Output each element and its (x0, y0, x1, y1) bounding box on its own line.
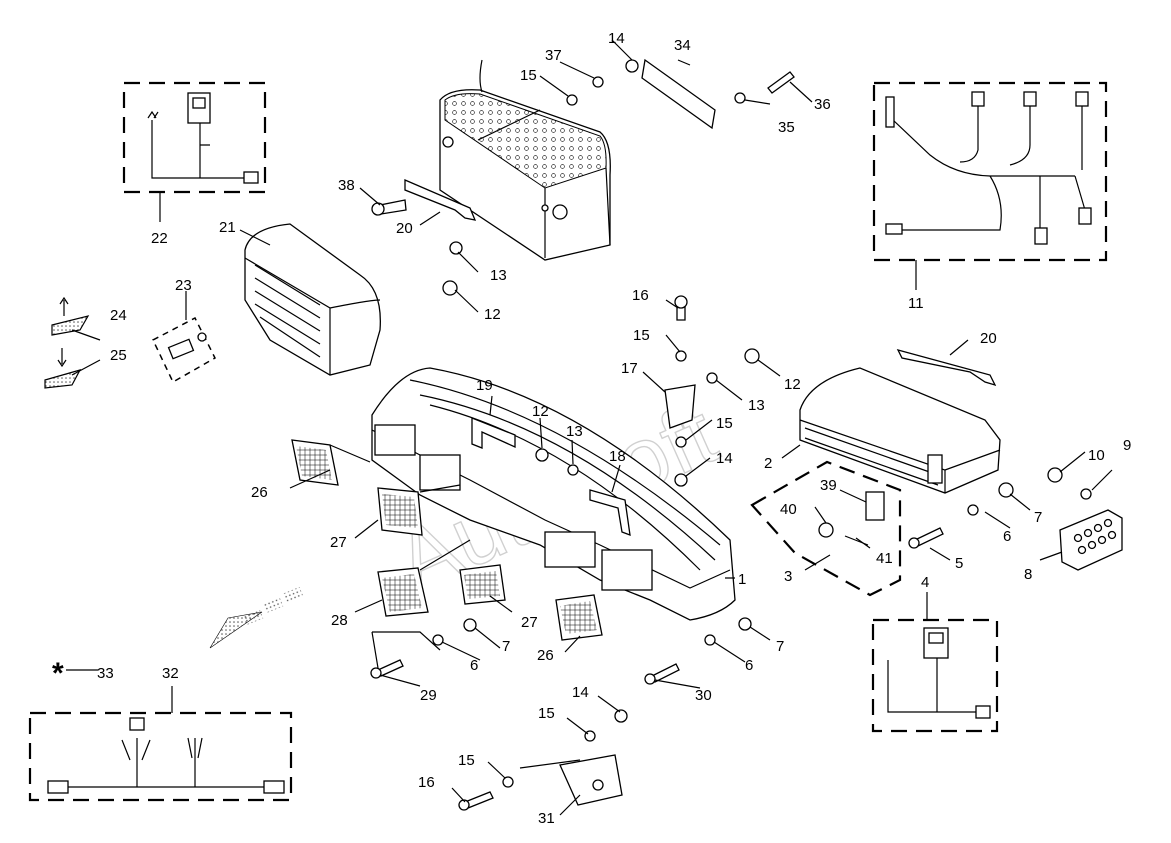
callout-1: 1 (738, 571, 746, 588)
callout-32: 32 (162, 665, 179, 682)
work-lamp-26-right (555, 594, 603, 641)
callout-13: 13 (748, 397, 765, 414)
callout-29: 29 (420, 687, 437, 704)
callout-22: 22 (151, 230, 168, 247)
callout-11: 11 (908, 295, 924, 312)
callout-27: 27 (330, 534, 347, 551)
callout-20: 20 (396, 220, 413, 237)
callout-17: 17 (621, 360, 638, 377)
fasteners (370, 59, 1092, 811)
callout-14: 14 (608, 30, 625, 47)
callout-9: 9 (1123, 437, 1131, 454)
callout-20: 20 (980, 330, 997, 347)
bracket-17 (664, 384, 696, 429)
harness-box-32 (28, 686, 293, 802)
callout-6: 6 (745, 657, 753, 674)
bracket-20-right (896, 348, 997, 387)
bulb-40 (818, 522, 834, 538)
callout-15: 15 (458, 752, 475, 769)
callout-14: 14 (572, 684, 589, 701)
callout-27: 27 (521, 614, 538, 631)
callout-3: 3 (784, 568, 792, 585)
bracket-34 (641, 58, 716, 130)
callout-8: 8 (1024, 566, 1032, 583)
callout-26: 26 (251, 484, 268, 501)
main-bumper-1 (371, 367, 736, 621)
callout-7: 7 (1034, 509, 1042, 526)
callout-12: 12 (784, 376, 801, 393)
work-lamp-27-left (377, 487, 423, 536)
callout-26: 26 (537, 647, 554, 664)
callout-7: 7 (502, 638, 510, 655)
work-lamp-28 (377, 567, 429, 617)
callout-31: 31 (538, 810, 555, 827)
callout-24: 24 (110, 307, 127, 324)
harness-box-11 (872, 81, 1108, 290)
callout-7: 7 (776, 638, 784, 655)
callout-15: 15 (633, 327, 650, 344)
callout-15: 15 (716, 415, 733, 432)
callout-12: 12 (532, 403, 549, 420)
callout-37: 37 (545, 47, 562, 64)
callout-30: 30 (695, 687, 712, 704)
bracket-31 (519, 754, 623, 806)
callout-6: 6 (470, 657, 478, 674)
callout-6: 6 (1003, 528, 1011, 545)
callout-19: 19 (476, 377, 493, 394)
perforated-cover (439, 59, 611, 261)
callout-15: 15 (538, 705, 555, 722)
detail-box-3 (750, 460, 902, 597)
callout-35: 35 (778, 119, 795, 136)
arrow-down-icon (44, 348, 82, 389)
bracket-18 (589, 489, 631, 536)
callout-34: 34 (674, 37, 691, 54)
callout-23: 23 (175, 277, 192, 294)
callout-21: 21 (219, 219, 236, 236)
callout-10: 10 (1088, 447, 1105, 464)
arrow-up-icon (51, 296, 90, 336)
harness-box-22 (122, 81, 267, 222)
callout-33: 33 (97, 665, 114, 682)
callout-28: 28 (331, 612, 348, 629)
lamp-housing-21 (244, 223, 381, 376)
callout-5: 5 (955, 555, 963, 572)
callout-16: 16 (632, 287, 649, 304)
callout-15: 15 (520, 67, 537, 84)
leader-lines (66, 39, 1113, 816)
callout-25: 25 (110, 347, 127, 364)
callout-13: 13 (566, 423, 583, 440)
callout-13: 13 (490, 267, 507, 284)
callout-18: 18 (609, 448, 626, 465)
socket-39 (865, 491, 885, 521)
callout-16: 16 (418, 774, 435, 791)
bracket-20-top (404, 179, 477, 221)
callouts: 1 2 3 4 5 6 6 6 7 7 7 8 9 10 11 12 12 12… (97, 30, 1131, 827)
callout-40: 40 (780, 501, 797, 518)
callout-14: 14 (716, 450, 733, 467)
callout-38: 38 (338, 177, 355, 194)
connector-block-8 (1059, 509, 1123, 571)
work-lamp-27-center (459, 564, 506, 605)
asterisk-marker: * (52, 657, 64, 690)
work-lamp-26-left (291, 439, 339, 486)
bracket-19 (471, 417, 516, 449)
bulb-card-23 (152, 291, 216, 384)
callout-39: 39 (820, 477, 837, 494)
callout-4: 4 (921, 574, 929, 591)
callout-36: 36 (814, 96, 831, 113)
callout-41: 41 (876, 550, 893, 567)
harness-box-4 (871, 592, 999, 733)
lamp-housing-2 (799, 367, 1001, 494)
direction-arrow-icon (209, 586, 304, 649)
callout-12: 12 (484, 306, 501, 323)
callout-2: 2 (764, 455, 772, 472)
